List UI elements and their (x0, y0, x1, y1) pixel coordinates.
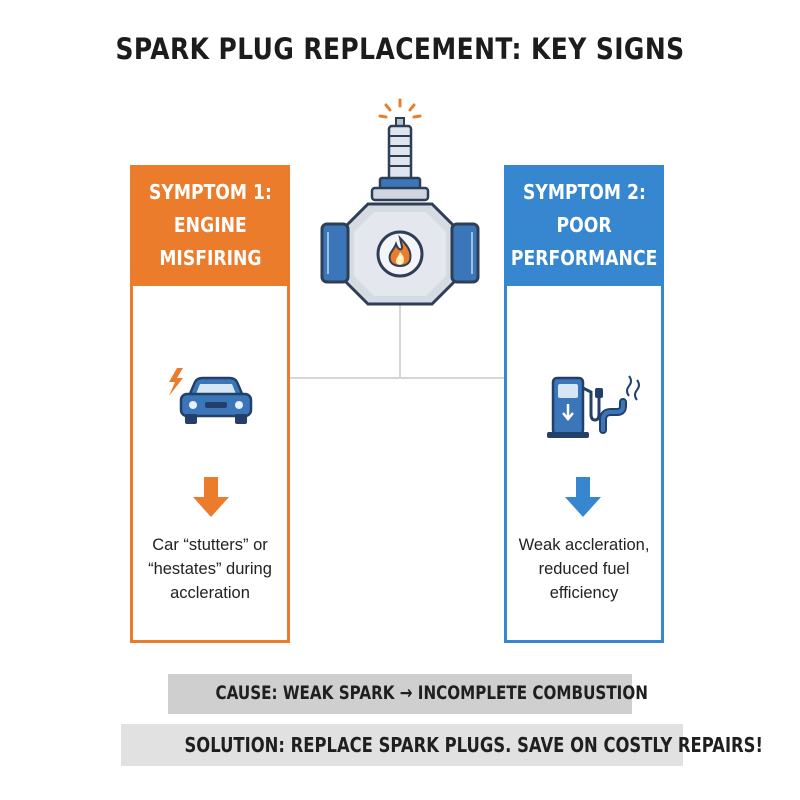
symptom2-heading-line3: PERFORMANCE (510, 246, 658, 270)
cause-banner: CAUSE: WEAK SPARK → INCOMPLETE COMBUSTIO… (168, 674, 648, 714)
connector-vertical (399, 305, 401, 379)
symptom2-desc-line2: reduced fuel (538, 560, 630, 578)
symptom1-desc-line1: Car “stutters” or (152, 536, 268, 554)
symptom1-heading-line3: MISFIRING (158, 246, 262, 270)
symptom2-card: SYMPTOM 2: POOR PERFORMANCE Weak acclera… (504, 165, 664, 643)
symptom2-heading: SYMPTOM 2: POOR PERFORMANCE (504, 165, 664, 286)
solution-banner: SOLUTION: REPLACE SPARK PLUGS. SAVE ON C… (121, 724, 763, 766)
connector-horizontal (290, 377, 504, 379)
symptom1-description: Car “stutters” or “hestates” during accl… (133, 533, 287, 605)
spark-plug-engine-icon (320, 98, 480, 306)
symptom1-heading: SYMPTOM 1: ENGINE MISFIRING (130, 165, 290, 286)
symptom1-desc-line2: “hestates” during (148, 560, 272, 578)
down-arrow-icon (565, 477, 601, 517)
cause-text: CAUSE: WEAK SPARK → INCOMPLETE COMBUSTIO… (215, 683, 648, 704)
car-spark-icon (169, 368, 253, 424)
symptom1-heading-line1: SYMPTOM 1: (148, 180, 272, 204)
symptom2-heading-line1: SYMPTOM 2: (522, 180, 646, 204)
solution-text: SOLUTION: REPLACE SPARK PLUGS. SAVE ON C… (184, 733, 763, 757)
page-title: SPARK PLUG REPLACEMENT: KEY SIGNS (115, 32, 685, 66)
symptom2-desc-line3: efficiency (549, 584, 619, 602)
symptom2-description: Weak accleration, reduced fuel efficienc… (507, 533, 661, 605)
symptom1-heading-line2: ENGINE (173, 213, 247, 237)
symptom1-card: SYMPTOM 1: ENGINE MISFIRING Car “stutter… (130, 165, 290, 643)
symptom1-desc-line3: accleration (170, 584, 250, 602)
fuel-pump-exhaust-icon (547, 375, 640, 438)
symptom2-heading-line2: POOR (556, 213, 612, 237)
symptom2-desc-line1: Weak accleration, (518, 536, 650, 554)
down-arrow-icon (193, 477, 229, 517)
